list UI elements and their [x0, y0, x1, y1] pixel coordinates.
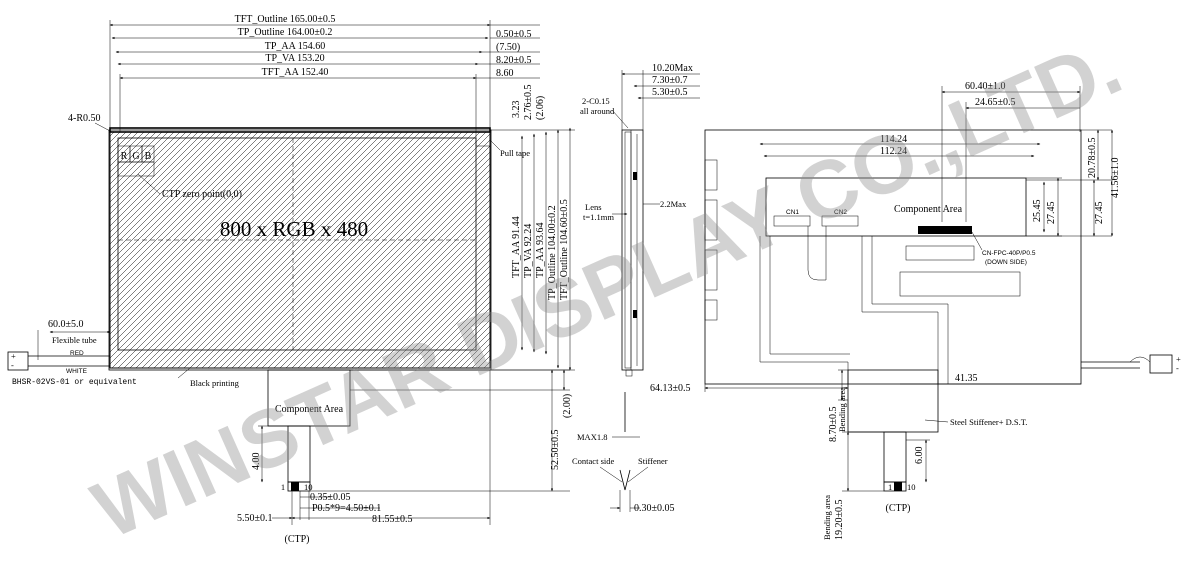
- side-view: 10.20Max 7.30±0.7 5.30±0.5 2-C0.15 all a…: [572, 63, 700, 514]
- dim-8155-label: 81.55±0.5: [372, 514, 413, 525]
- wire-plus-label: +: [1176, 354, 1181, 364]
- connector-plus: +: [11, 351, 16, 361]
- dim-2-label: (2.00): [562, 394, 573, 418]
- ctp-back-label: (CTP): [886, 503, 911, 514]
- dim-top-right-2: 8.20±0.5: [496, 55, 532, 66]
- dim-top-right-1: (7.50): [496, 42, 520, 53]
- dim-6413-label: 64.13±0.5: [650, 383, 691, 394]
- cable-length-label: 60.0±5.0: [48, 319, 84, 330]
- dim-2465-label: 24.65±0.5: [975, 97, 1016, 108]
- dim-11424-label: 114.24: [880, 134, 907, 145]
- dim-tp-aa-height: TP_AA 93.64: [535, 222, 546, 278]
- dim-52-label: 52.50±0.5: [550, 430, 561, 471]
- dim-11224-label: 112.24: [880, 146, 907, 157]
- pin-1-label: 1: [281, 482, 285, 492]
- dim-side-small-1: 2.76±0.5: [523, 85, 534, 121]
- dim-tp-aa-width: TP_AA 154.60: [265, 41, 326, 52]
- back-pin-1-label: 1: [888, 482, 892, 492]
- dim-tft-outline-height: TFT_Outline 104.60±0.5: [559, 199, 570, 300]
- black-printing-label: Black printing: [190, 378, 240, 388]
- rgb-cell-g: G: [132, 151, 139, 162]
- front-view: TFT_Outline 165.00±0.5 TP_Outline 164.00…: [7, 14, 575, 545]
- side-dim-thickness-2: 5.30±0.5: [652, 87, 688, 98]
- connector-label: BHSR-02VS-01 or equivalent: [12, 378, 137, 387]
- bending-area-top-label: Bending area: [837, 387, 847, 432]
- dim-2545-label: 25.45: [1032, 200, 1043, 223]
- dim-tft-aa-width: TFT_AA 152.40: [262, 67, 329, 78]
- dim-6040-label: 60.40±1.0: [965, 81, 1006, 92]
- dim-tp-outline-width: TP_Outline 164.00±0.2: [238, 27, 333, 38]
- max-22-label: 2.2Max: [660, 199, 687, 209]
- dim-030-label: 0.30±0.05: [634, 503, 675, 514]
- dim-2745-b-label: 27.45: [1094, 202, 1105, 225]
- dim-4135-label: 41.35: [955, 373, 978, 384]
- dim-tft-aa-height: TFT_AA 91.44: [511, 216, 522, 278]
- steel-stiffener-label: Steel Stiffener+ D.S.T.: [950, 417, 1027, 427]
- connector-minus: -: [11, 360, 14, 370]
- pull-tape-label: Pull tape: [500, 148, 530, 158]
- dim-tp-outline-height: TP_Outline 104.00±0.2: [547, 205, 558, 300]
- rgb-cell-b: B: [145, 151, 152, 162]
- wire-white-label: WHITE: [66, 368, 88, 375]
- side-dim-thickness-1: 7.30±0.7: [652, 75, 688, 86]
- lens-label: Lens: [585, 202, 602, 212]
- dim-600-label: 6.00: [914, 447, 925, 465]
- cn1-label: CN1: [786, 209, 799, 216]
- wire-minus-label: -: [1176, 363, 1179, 373]
- side-dim-thickness-max: 10.20Max: [652, 63, 693, 74]
- lens-thickness-label: t=1.1mm: [583, 212, 614, 222]
- down-side-label: (DOWN SIDE): [985, 259, 1027, 266]
- contact-side-label: Contact side: [572, 456, 614, 466]
- wire-red-label: RED: [70, 350, 84, 357]
- fpc-connector-label: CN-FPC-40P/P0.5: [982, 250, 1036, 257]
- dim-4-label: 4.00: [251, 453, 262, 471]
- pin-10-label: 10: [304, 482, 313, 492]
- dim-tft-outline-width: TFT_Outline 165.00±0.5: [235, 14, 336, 25]
- ctp-front-label: (CTP): [285, 534, 310, 545]
- bending-area-bottom-label: Bending area: [822, 495, 832, 540]
- dim-2078-label: 20.78±0.5: [1087, 138, 1098, 179]
- cn2-label: CN2: [834, 209, 847, 216]
- chamfer-label: 2-C0.15: [582, 96, 610, 106]
- component-area-back-label: Component Area: [894, 204, 963, 215]
- component-area-front-label: Component Area: [275, 404, 344, 415]
- max-18-label: MAX1.8: [577, 432, 607, 442]
- dim-side-small-2: (2.06): [535, 96, 546, 120]
- dim-1920-label: 19.20±0.5: [834, 500, 845, 541]
- corner-radius-label: 4-R0.50: [68, 113, 101, 124]
- dim-side-small-0: 3.23: [511, 101, 522, 119]
- dim-4156-label: 41.56±1.0: [1110, 158, 1121, 199]
- back-view: 60.40±1.0 24.65±0.5 114.24 112.24 CN1 CN…: [650, 81, 1181, 540]
- flexible-tube-label: Flexible tube: [52, 335, 97, 345]
- dim-tp-va-width: TP_VA 153.20: [265, 53, 324, 64]
- all-around-label: all around: [580, 106, 615, 116]
- dim-tp-va-height: TP_VA 92.24: [523, 224, 534, 278]
- dim-pitch-label: P0.5*9=4.50±0.1: [312, 503, 381, 514]
- dim-top-right-3: 8.60: [496, 68, 514, 79]
- dim-870-label: 8.70±0.5: [828, 407, 839, 443]
- ctp-zero-point-label: CTP zero point(0,0): [162, 189, 242, 200]
- dim-550-label: 5.50±0.1: [237, 513, 273, 524]
- resolution-label: 800 x RGB x 480: [220, 217, 368, 241]
- stiffener-label: Stiffener: [638, 456, 668, 466]
- dim-top-right-0: 0.50±0.5: [496, 29, 532, 40]
- rgb-cell-r: R: [121, 151, 128, 162]
- dim-035-label: 0.35±0.05: [310, 492, 351, 503]
- dim-2745-a-label: 27.45: [1046, 202, 1057, 225]
- back-pin-10-label: 10: [907, 482, 916, 492]
